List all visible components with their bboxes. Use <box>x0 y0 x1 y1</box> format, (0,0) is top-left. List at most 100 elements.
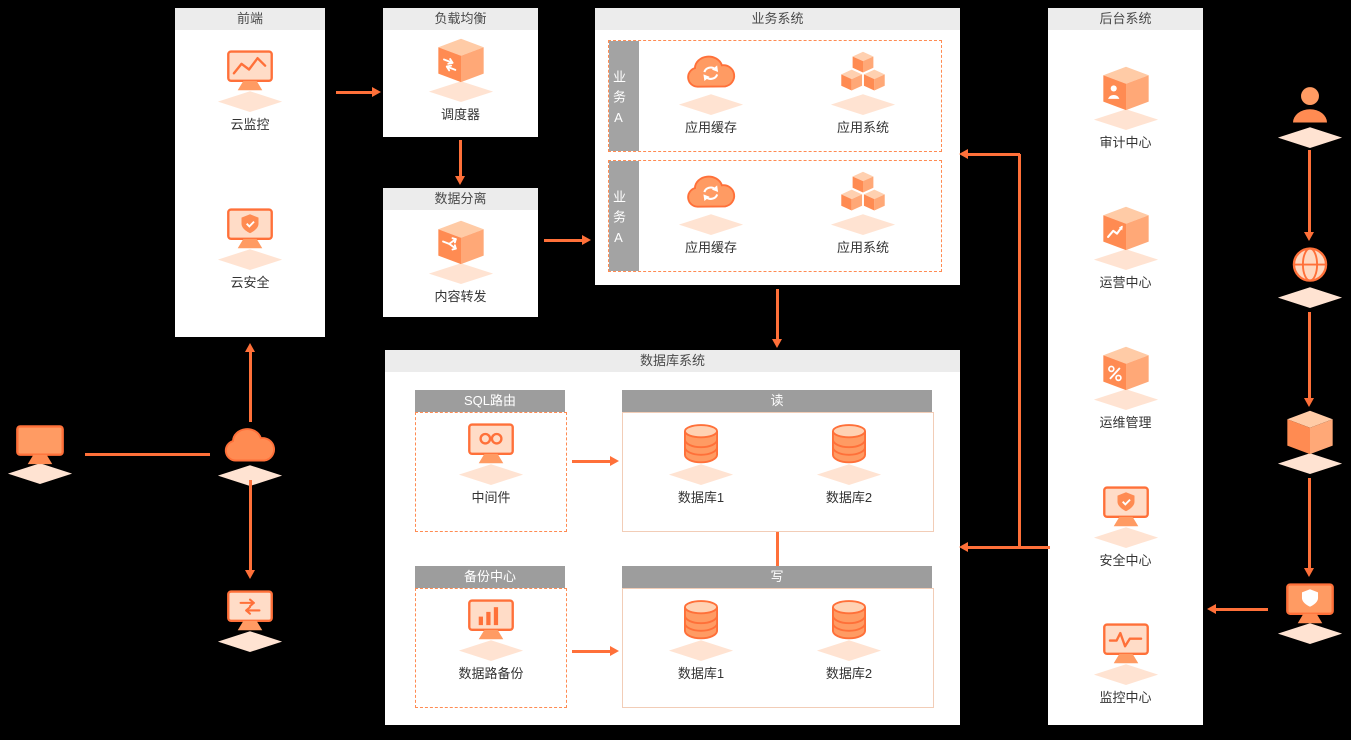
app-cache-label: 应用缓存 <box>684 240 737 255</box>
security-center-label: 安全中心 <box>1099 553 1152 568</box>
cube-icon <box>1272 406 1348 474</box>
audit-center-node: 审计中心 <box>1048 62 1203 151</box>
arrowhead-business-to-database <box>772 339 782 348</box>
arrowhead-cube-to-secure-terminal <box>1304 568 1314 577</box>
load-balance-panel: 负载均衡 调度器 <box>383 8 538 137</box>
cloud-icon <box>212 418 288 486</box>
database-icon <box>811 417 887 485</box>
om-management-label: 运维管理 <box>1099 415 1152 430</box>
operation-center-node: 运营中心 <box>1048 202 1203 291</box>
monitor-center-label: 监控中心 <box>1099 690 1152 705</box>
monitor-center-icon <box>1088 617 1164 685</box>
database-icon <box>663 417 739 485</box>
connector-backend-to-business <box>968 153 1020 156</box>
security-center-node: 安全中心 <box>1048 480 1203 569</box>
terminal-icon <box>2 416 78 484</box>
app-system-icon <box>825 47 901 115</box>
arrowhead-globe-to-cube <box>1304 398 1314 407</box>
app-cache-node: 应用缓存 <box>656 167 766 256</box>
connector-frontend-to-lb <box>336 91 372 94</box>
frontend-panel-title: 前端 <box>175 8 325 30</box>
backup-label: 数据路备份 <box>458 666 524 681</box>
app-system-label: 应用系统 <box>836 120 889 135</box>
secure-terminal-icon <box>1272 576 1348 644</box>
connector-backup-to-write <box>572 650 610 653</box>
middleware-label: 中间件 <box>471 490 511 505</box>
cloud-security-icon <box>212 202 288 270</box>
business-system-panel-title: 业务系统 <box>595 8 960 30</box>
read-database-2-node: 数据库2 <box>794 417 904 506</box>
operation-center-label: 运营中心 <box>1099 275 1152 290</box>
backend-system-panel: 后台系统 审计中心 运营中心 运维管理 安全中心 监控中心 <box>1048 8 1203 725</box>
user-icon <box>1272 80 1348 148</box>
backup-icon <box>453 593 529 661</box>
read-database-2-label: 数据库2 <box>825 490 873 505</box>
content-forward-node: 内容转发 <box>383 216 538 305</box>
middleware-node: 中间件 <box>416 417 566 506</box>
app-cache-label: 应用缓存 <box>684 120 737 135</box>
database-icon <box>811 593 887 661</box>
scheduler-label: 调度器 <box>440 107 480 122</box>
globe-icon <box>1272 240 1348 308</box>
cloud-security-label: 云安全 <box>230 275 270 290</box>
app-cache-icon <box>673 167 749 235</box>
arrowhead-backend-to-database <box>959 542 968 552</box>
arrowhead-frontend-to-lb <box>372 87 381 97</box>
write-database-1-label: 数据库1 <box>677 666 725 681</box>
business-row-1: 业务A 应用缓存 应用系统 <box>608 40 942 152</box>
content-forward-label: 内容转发 <box>434 289 487 304</box>
read-box: 数据库1 数据库2 <box>622 412 934 532</box>
write-database-2-label: 数据库2 <box>825 666 873 681</box>
backup-node: 数据路备份 <box>416 593 566 682</box>
connector-lb-to-separation <box>459 140 462 176</box>
connector-terminal-to-cloud <box>85 453 210 456</box>
operation-center-icon <box>1088 202 1164 270</box>
connector-read-to-write <box>776 532 779 566</box>
cloud-monitor-icon <box>212 44 288 112</box>
cloud-monitor-label: 云监控 <box>230 117 270 132</box>
database-system-panel: 数据库系统 SQL路由 中间件 读 数据库1 数据库2 备份中心 数据路备份 <box>385 350 960 725</box>
app-system-label: 应用系统 <box>836 240 889 255</box>
audit-center-icon <box>1088 62 1164 130</box>
app-system-icon <box>825 167 901 235</box>
database-icon <box>663 593 739 661</box>
arrowhead-secure-terminal-to-backend <box>1207 604 1216 614</box>
arrowhead-backend-to-business <box>959 149 968 159</box>
monitor-center-node: 监控中心 <box>1048 617 1203 706</box>
backend-system-panel-title: 后台系统 <box>1048 8 1203 30</box>
connector-globe-to-cube <box>1308 312 1311 398</box>
arrowhead-user-to-globe <box>1304 232 1314 241</box>
sql-routing-bar: SQL路由 <box>415 390 565 412</box>
app-system-node: 应用系统 <box>808 167 918 256</box>
app-system-node: 应用系统 <box>808 47 918 136</box>
database-system-panel-title: 数据库系统 <box>385 350 960 372</box>
arrowhead-cloud-to-gateway <box>245 570 255 579</box>
backup-center-bar: 备份中心 <box>415 566 565 588</box>
scheduler-node: 调度器 <box>383 34 538 123</box>
frontend-panel: 前端 云监控 云安全 <box>175 8 325 337</box>
connector-cube-to-secure-terminal <box>1308 478 1311 568</box>
gateway-icon <box>212 584 288 652</box>
connector-separation-to-business <box>544 239 582 242</box>
backup-center-box: 数据路备份 <box>415 588 567 708</box>
load-balance-panel-title: 负载均衡 <box>383 8 538 30</box>
data-separation-panel-title: 数据分离 <box>383 188 538 210</box>
cloud-monitor-node: 云监控 <box>175 44 325 133</box>
om-management-icon <box>1088 342 1164 410</box>
business-row-1-side-label: 业务A <box>609 41 639 151</box>
connector-business-to-database <box>776 289 779 339</box>
connector-backend-to-database <box>968 546 1050 549</box>
arrowhead-cloud-to-frontend <box>245 343 255 352</box>
app-cache-icon <box>673 47 749 115</box>
read-database-1-node: 数据库1 <box>646 417 756 506</box>
arrowhead-middleware-to-read <box>610 456 619 466</box>
read-database-1-label: 数据库1 <box>677 490 725 505</box>
write-database-1-node: 数据库1 <box>646 593 756 682</box>
connector-secure-terminal-to-backend <box>1216 608 1268 611</box>
connector-backend-trunk <box>1018 154 1021 548</box>
write-bar: 写 <box>622 566 932 588</box>
business-system-panel: 业务系统 业务A 应用缓存 应用系统 业务A 应用缓存 应用系统 <box>595 8 960 285</box>
write-database-2-node: 数据库2 <box>794 593 904 682</box>
read-bar: 读 <box>622 390 932 412</box>
